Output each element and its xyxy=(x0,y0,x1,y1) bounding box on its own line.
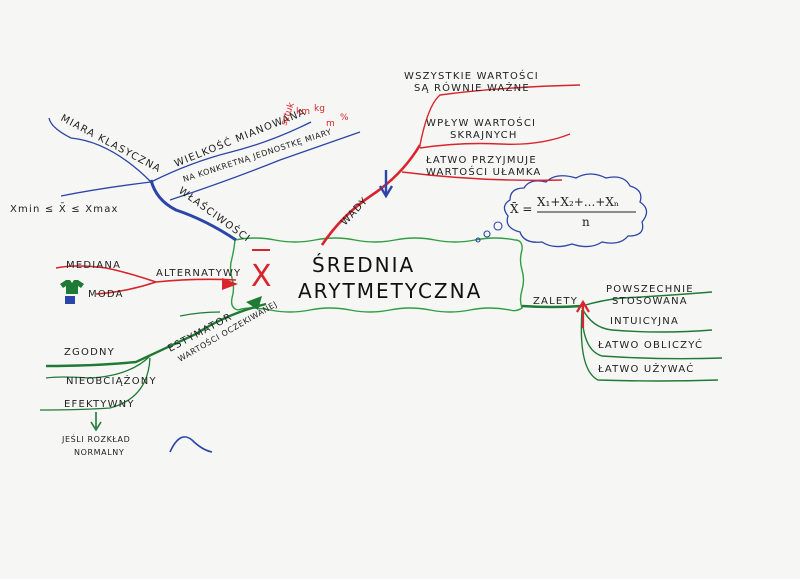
formula-denominator: n xyxy=(582,215,590,229)
zalety-item-1-line1: POWSZECHNIE xyxy=(606,284,694,295)
range-inequality-text: Xmin ≤ X̄ ≤ Xmax xyxy=(10,202,119,215)
wielkosc-line xyxy=(150,121,312,183)
jednostki-line xyxy=(169,131,361,201)
alternatywy-line-mediana xyxy=(55,265,237,283)
wady-label: WADY xyxy=(339,195,370,228)
zgodny-text: ZGODNY xyxy=(64,347,115,358)
cloud-bubble-2 xyxy=(483,230,491,238)
alternatywy-arrowhead-icon xyxy=(222,278,238,290)
alternatywy-label: ALTERNATYWY xyxy=(156,268,241,279)
range-line xyxy=(60,181,152,197)
zalety-label: ZALETY xyxy=(533,296,578,307)
branch-wady: WADY WSZYSTKIE WARTOŚCI SĄ RÓWNIE WAŻNE … xyxy=(320,69,581,246)
wady-item-1-line1: WSZYSTKIE WARTOŚCI xyxy=(404,69,539,82)
cloud-outline xyxy=(503,173,648,248)
center-title-line2: ARYTMETYCZNA xyxy=(298,279,482,303)
normal-curve-icon xyxy=(169,436,213,453)
wlasciwosci-main-line xyxy=(149,179,237,242)
center-node: X ŚREDNIA ARYTMETYCZNA xyxy=(229,237,525,313)
cloud-bubble-1 xyxy=(493,221,503,231)
efektywny-text: EFEKTYWNY xyxy=(64,399,135,410)
branch-zalety: ZALETY POWSZECHNIE STOSOWANA INTUICYJNA … xyxy=(521,284,723,382)
miara-line xyxy=(48,117,152,183)
zalety-sub-line-2 xyxy=(581,307,713,333)
zalety-item-4: ŁATWO UŻYWAĆ xyxy=(597,362,694,375)
zalety-item-2: INTUICYJNA xyxy=(610,316,679,327)
wady-item-2-line2: SKRAJNYCH xyxy=(450,130,518,141)
rozklad-note-line1: JEŚLI ROZKŁAD xyxy=(61,433,130,444)
unit-percent: % xyxy=(340,113,349,123)
wady-item-1-line2: SĄ RÓWNIE WAŻNE xyxy=(414,81,530,94)
estymator-sub-line xyxy=(179,311,221,317)
wady-item-3-line2: WARTOŚCI UŁAMKA xyxy=(426,165,541,178)
unit-kg: kg xyxy=(314,104,325,114)
estymator-line-efektywny xyxy=(39,357,151,411)
wady-item-2-line1: WPŁYW WARTOŚCI xyxy=(426,116,536,129)
wady-sub-line-1 xyxy=(419,84,581,146)
zalety-sub-line-1 xyxy=(581,291,713,307)
unit-m: m xyxy=(326,119,335,129)
mediana-text: MEDIANA xyxy=(66,260,121,271)
moda-text: MODA xyxy=(88,289,124,300)
efektywny-down-arrow-icon xyxy=(90,421,102,432)
zalety-item-1-line2: STOSOWANA xyxy=(612,296,688,307)
miara-klasyczna-text: MIARA KLASYCZNA xyxy=(59,113,163,175)
formula-lhs: X̄ = xyxy=(510,201,532,216)
center-symbol: X xyxy=(251,259,272,294)
zalety-item-3: ŁATWO OBLICZYĆ xyxy=(597,338,703,351)
center-frame xyxy=(229,237,525,313)
zalety-sub-line-3 xyxy=(581,309,723,360)
wady-sub-line-2 xyxy=(419,133,571,149)
estymator-arrowhead-icon xyxy=(246,296,262,310)
branch-estymator: ESTYMATOR WARTOŚCI OCZEKIWANEJ ZGODNY NI… xyxy=(39,296,279,457)
branch-alternatywy: ALTERNATYWY MEDIANA MODA xyxy=(55,260,241,304)
estymator-line-nieobciazony xyxy=(45,355,151,379)
clothing-icon xyxy=(60,280,84,304)
zalety-up-arrow-icon xyxy=(576,299,590,313)
wady-down-arrow-icon xyxy=(378,185,394,199)
cloud-bubble-3 xyxy=(475,237,481,243)
rozklad-note-line2: NORMALNY xyxy=(74,448,124,457)
branch-wlasciwosci: WŁAŚCIWOŚCI MIARA KLASYCZNA WIELKOŚĆ MIA… xyxy=(10,100,361,245)
zalety-main-line xyxy=(521,304,583,309)
center-title-line1: ŚREDNIA xyxy=(312,253,415,277)
wady-item-3-line1: ŁATWO PRZYJMUJE xyxy=(425,155,537,166)
alternatywy-line-moda xyxy=(95,281,157,295)
unit-km: km xyxy=(296,107,310,117)
zalety-sub-line-4 xyxy=(580,309,719,382)
formula-numerator: X₁+X₂+...+Xₙ xyxy=(537,195,619,209)
wady-main-line xyxy=(320,144,422,246)
nieobciazony-text: NIEOBCIĄŻONY xyxy=(66,374,157,387)
wady-sub-line-3 xyxy=(401,171,563,182)
formula-cloud: X̄ = X₁+X₂+...+Xₙ n xyxy=(475,173,648,248)
estymator-main-line xyxy=(45,302,267,368)
